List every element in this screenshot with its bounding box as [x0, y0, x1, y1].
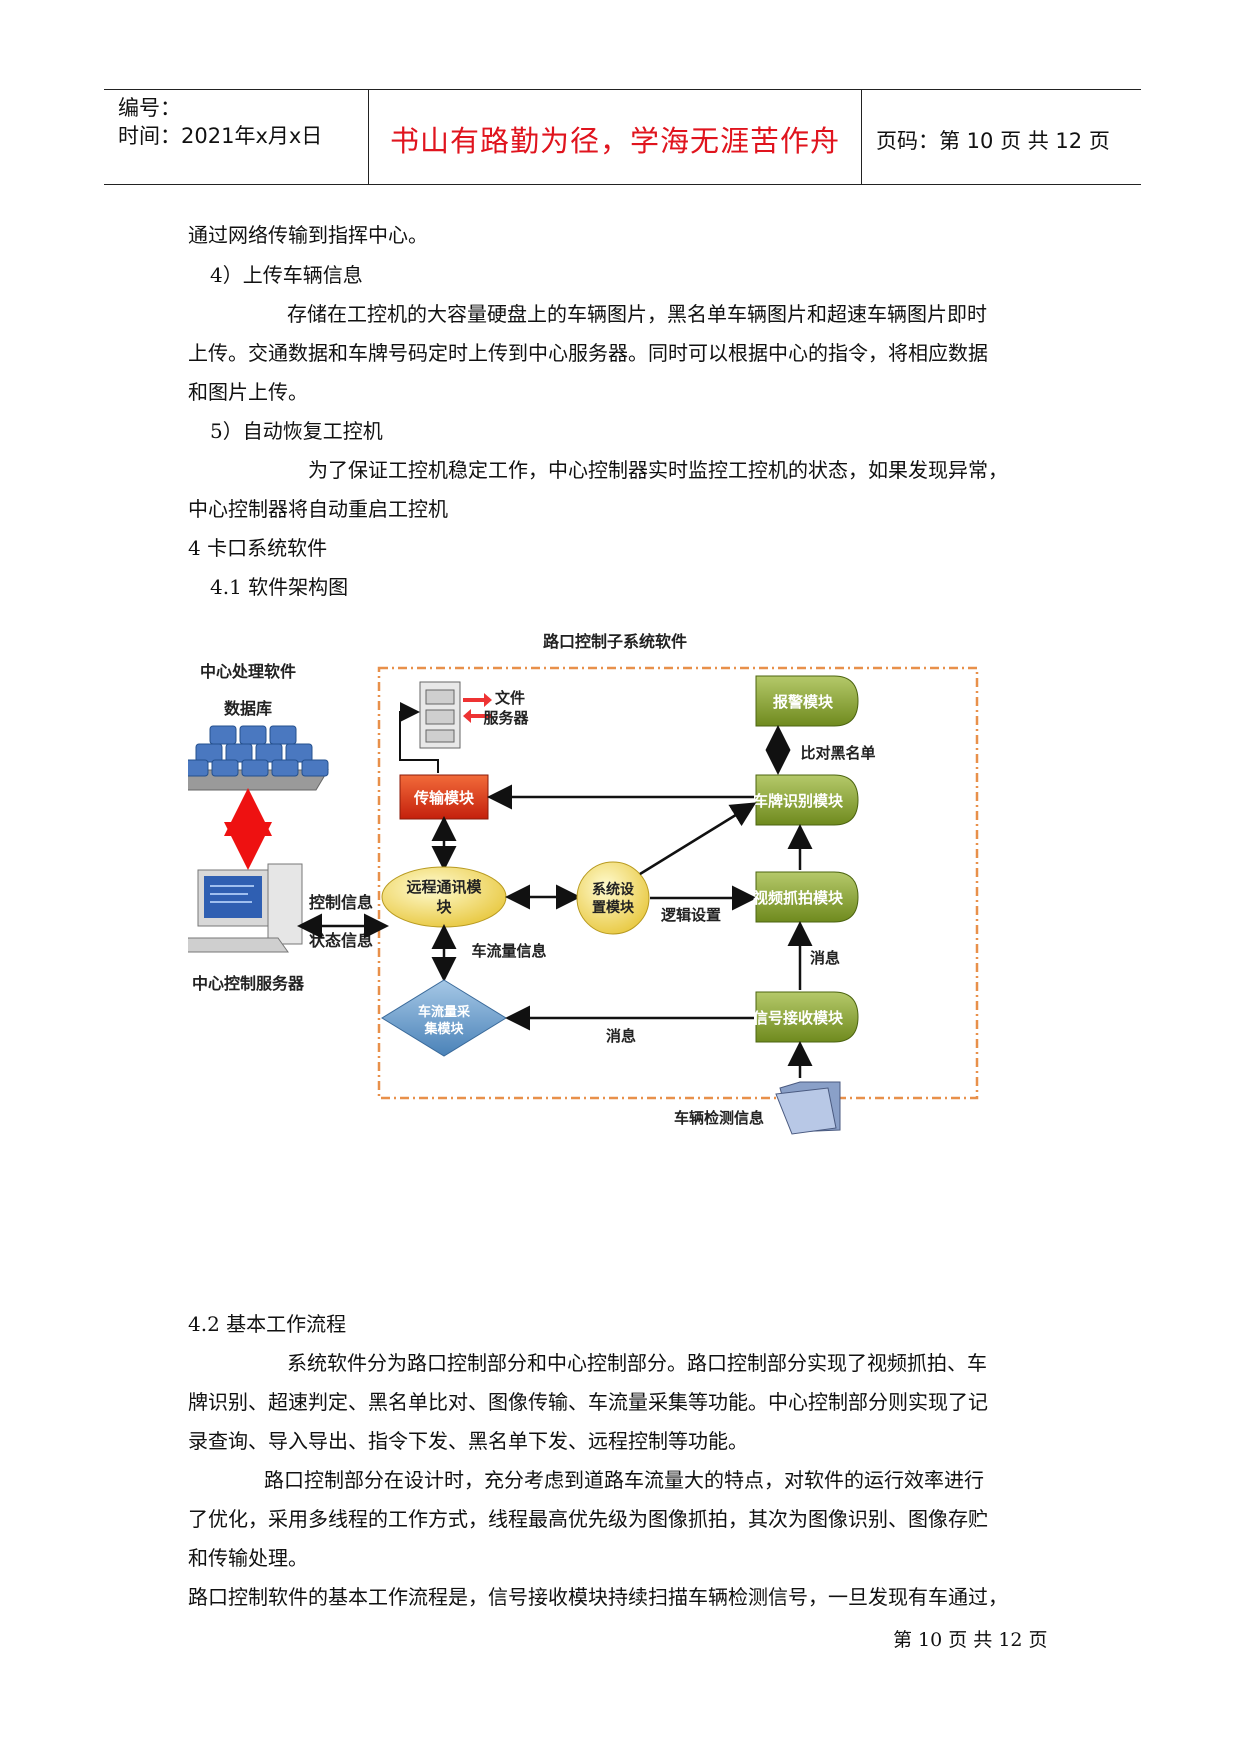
video-module-box — [755, 871, 859, 923]
plate-module-label: 车牌识别模块 — [753, 792, 844, 810]
footer-page-number: 第 10 页 共 12 页 — [893, 1629, 1048, 1651]
remote-module-ellipse — [381, 866, 507, 928]
file-server-label-1: 文件 — [495, 689, 525, 707]
flow-module-label-2: 集模块 — [423, 1021, 464, 1037]
center-software-label: 中心处理软件 — [200, 662, 296, 681]
subsystem-frame — [377, 666, 979, 1100]
settings-module-label-1: 系统设 — [592, 881, 635, 898]
section-heading: 4 卡口系统软件 — [188, 536, 328, 560]
transfer-module-box — [399, 774, 489, 820]
page-header: 编号： 时间：2021年x月x日 书山有路勤为径，学海无涯苦作舟 页码：第 10… — [104, 89, 1141, 185]
plate-module-box — [755, 774, 859, 826]
header-page-number: 页码：第 10 页 共 12 页 — [876, 129, 1110, 153]
settings-module-circle — [576, 861, 650, 935]
header-motto: 书山有路勤为径，学海无涯苦作舟 — [389, 124, 840, 158]
paragraph: 和图片上传。 — [188, 380, 308, 404]
flow-info-label: 车流量信息 — [471, 942, 546, 960]
server-computer-icon — [177, 863, 303, 953]
settings-plate-arrow — [639, 802, 757, 876]
paragraph: 和传输处理。 — [188, 1546, 308, 1570]
doc-number-label: 编号： — [118, 96, 181, 120]
file-server-icon — [419, 681, 492, 749]
video-module-label: 视频抓拍模块 — [753, 889, 844, 907]
remote-module-label-2: 块 — [436, 898, 452, 916]
alarm-module-label: 报警模块 — [773, 693, 834, 711]
paragraph: 中心控制器将自动重启工控机 — [188, 497, 448, 521]
paragraph: 录查询、导入导出、指令下发、黑名单下发、远程控制等功能。 — [188, 1429, 748, 1453]
flow-module-diamond — [381, 979, 507, 1057]
database-icon — [165, 725, 329, 791]
signal-module-label: 信号接收模块 — [753, 1009, 844, 1027]
server-label: 中心控制服务器 — [192, 974, 305, 993]
subsection-heading: 4.2 基本工作流程 — [188, 1312, 347, 1336]
transfer-fileserver-arrow — [399, 702, 439, 773]
header-meta-cell: 编号： 时间：2021年x月x日 — [104, 90, 369, 184]
paragraph: 通过网络传输到指挥中心。 — [188, 223, 428, 247]
paragraph: 为了保证工控机稳定工作，中心控制器实时监控工控机的状态，如果发现异常， — [308, 458, 1008, 482]
paragraph: 上传。交通数据和车牌号码定时上传到中心服务器。同时可以根据中心的指令，将相应数据 — [188, 341, 988, 365]
message-label-bottom: 消息 — [606, 1027, 636, 1045]
flow-module-label-1: 车流量采 — [418, 1004, 471, 1020]
file-server-label-2: 服务器 — [483, 709, 529, 727]
header-page-cell: 页码：第 10 页 共 12 页 — [862, 90, 1141, 184]
status-info-label: 状态信息 — [309, 931, 373, 950]
paragraph: 了优化，采用多线程的工作方式，线程最高优先级为图像抓拍，其次为图像识别、图像存贮 — [188, 1507, 988, 1531]
architecture-svg: 路口控制子系统软件 中心处理软件 数据库 中心控制服务器 控制信息 — [165, 632, 979, 1135]
paragraph: 牌识别、超速判定、黑名单比对、图像传输、车流量采集等功能。中心控制部分则实现了记 — [188, 1390, 988, 1414]
blacklist-label: 比对黑名单 — [800, 744, 875, 762]
subsystem-title: 路口控制子系统软件 — [543, 632, 687, 651]
header-motto-cell: 书山有路勤为径，学海无涯苦作舟 — [369, 90, 862, 184]
paragraph: 存储在工控机的大容量硬盘上的车辆图片，黑名单车辆图片和超速车辆图片即时 — [287, 302, 987, 326]
vehicle-detect-label: 车辆检测信息 — [674, 1109, 764, 1127]
logic-settings-label: 逻辑设置 — [661, 906, 721, 924]
alarm-module-box — [755, 675, 859, 727]
control-info-label: 控制信息 — [309, 893, 373, 912]
settings-module-label-2: 置模块 — [592, 899, 635, 916]
message-label-right: 消息 — [810, 949, 840, 967]
remote-module-label-1: 远程通讯模 — [406, 878, 482, 896]
database-label: 数据库 — [224, 699, 272, 718]
paragraph: 系统软件分为路口控制部分和中心控制部分。路口控制部分实现了视频抓拍、车 — [287, 1351, 987, 1375]
transfer-module-label: 传输模块 — [413, 789, 475, 807]
software-architecture-diagram: 路口控制子系统软件 中心处理软件 数据库 中心控制服务器 控制信息 — [165, 630, 988, 1190]
paragraph: 路口控制部分在设计时，充分考虑到道路车流量大的特点，对软件的运行效率进行 — [264, 1468, 984, 1492]
list-item-heading: 4）上传车辆信息 — [210, 263, 363, 287]
paragraph: 路口控制软件的基本工作流程是，信号接收模块持续扫描车辆检测信号，一旦发现有车通过… — [188, 1585, 1008, 1609]
subsection-heading: 4.1 软件架构图 — [210, 575, 349, 599]
list-item-heading: 5）自动恢复工控机 — [210, 419, 383, 443]
folder-icon — [775, 1081, 841, 1135]
doc-time-label: 时间：2021年x月x日 — [118, 124, 323, 148]
signal-module-box — [755, 991, 859, 1043]
